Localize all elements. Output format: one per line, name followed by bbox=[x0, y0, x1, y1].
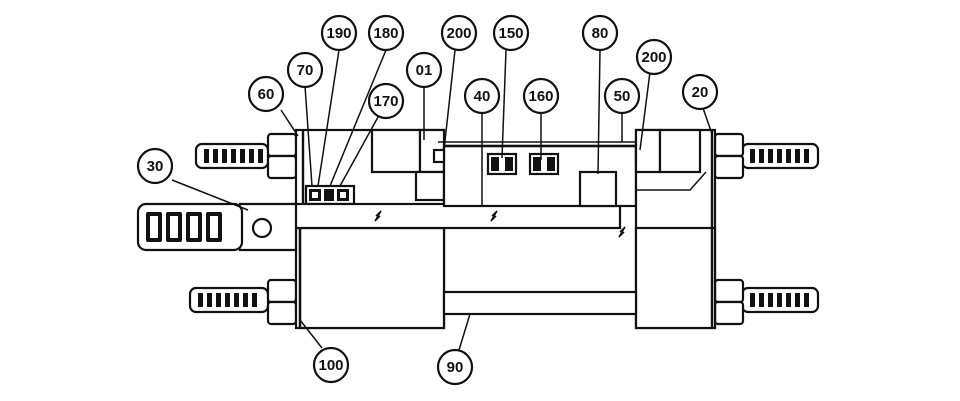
svg-text:50: 50 bbox=[614, 88, 631, 105]
svg-text:80: 80 bbox=[592, 25, 609, 42]
callout-200-right: 200 bbox=[635, 38, 673, 76]
callout-100: 100 bbox=[312, 346, 350, 384]
svg-text:90: 90 bbox=[447, 359, 464, 376]
callout-150: 150 bbox=[492, 14, 530, 52]
svg-text:160: 160 bbox=[528, 88, 553, 105]
callout-200-left: 200 bbox=[440, 14, 478, 52]
svg-text:20: 20 bbox=[692, 84, 709, 101]
svg-text:30: 30 bbox=[147, 158, 164, 175]
callout-180: 180 bbox=[367, 14, 405, 52]
tie-rod-thread-right-upper bbox=[740, 142, 820, 170]
svg-text:70: 70 bbox=[297, 62, 314, 79]
piston-seals bbox=[486, 152, 560, 176]
tie-rod-thread-left-upper bbox=[194, 142, 270, 170]
callout-40: 40 bbox=[463, 77, 501, 115]
tie-rod-thread-left-lower bbox=[188, 286, 270, 314]
callout-50: 50 bbox=[603, 77, 641, 115]
leader-lines bbox=[171, 49, 713, 351]
rod-end-thread bbox=[136, 202, 244, 252]
callout-80: 80 bbox=[581, 14, 619, 52]
callout-90: 90 bbox=[436, 348, 474, 386]
tie-rod-thread-right-lower bbox=[740, 286, 820, 314]
callout-70: 70 bbox=[286, 51, 324, 89]
svg-text:170: 170 bbox=[373, 93, 398, 110]
svg-text:40: 40 bbox=[474, 88, 491, 105]
rod-seals bbox=[304, 184, 356, 206]
rod-clevis bbox=[234, 202, 298, 252]
head-block-right bbox=[634, 128, 717, 330]
svg-text:200: 200 bbox=[641, 49, 666, 66]
svg-text:01: 01 bbox=[416, 62, 433, 79]
svg-text:150: 150 bbox=[498, 25, 523, 42]
tie-rod-lower bbox=[442, 290, 638, 316]
svg-text:100: 100 bbox=[318, 357, 343, 374]
callout-160: 160 bbox=[522, 77, 560, 115]
callout-190: 190 bbox=[320, 14, 358, 52]
callout-30: 30 bbox=[136, 147, 174, 185]
callout-60: 60 bbox=[247, 75, 285, 113]
svg-text:180: 180 bbox=[373, 25, 398, 42]
piston-rod bbox=[288, 202, 626, 238]
svg-text:60: 60 bbox=[258, 86, 275, 103]
piston bbox=[578, 170, 618, 208]
svg-text:190: 190 bbox=[326, 25, 351, 42]
tie-rod-nuts bbox=[266, 132, 745, 326]
svg-text:200: 200 bbox=[446, 25, 471, 42]
callout-20: 20 bbox=[681, 73, 719, 111]
callout-170: 170 bbox=[367, 82, 405, 120]
callout-01: 01 bbox=[405, 51, 443, 89]
